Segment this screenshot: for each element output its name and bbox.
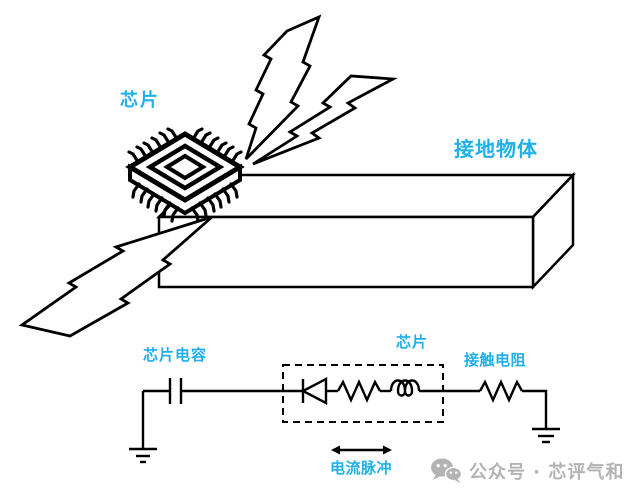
chip-capacitance-label: 芯片电容 [143, 346, 208, 364]
circuit-chip-label: 芯片 [396, 333, 429, 351]
chip-label: 芯片 [120, 90, 160, 111]
equivalent-circuit [129, 364, 560, 464]
watermark-text: 公众号 · 芯评气和 [469, 461, 625, 483]
diode-symbol [300, 377, 328, 405]
lightning-bolt-upper-icon [244, 14, 322, 160]
resistor-symbol-chip [336, 379, 382, 403]
current-pulse-arrow [331, 445, 392, 455]
lightning-bolt-right-icon [252, 74, 398, 166]
inductor-symbol [389, 379, 421, 397]
current-pulse-label: 电流脉冲 [330, 459, 393, 477]
capacitor-symbol [168, 378, 183, 404]
ground-symbol-left [129, 391, 157, 464]
lightning-bolt-left-icon [18, 215, 213, 338]
wire [522, 389, 548, 429]
contact-resistance-label: 接触电阻 [464, 351, 527, 369]
resistor-symbol-contact [478, 379, 524, 403]
grounded-object-box [156, 171, 576, 291]
watermark: 公众号 · 芯评气和 [430, 457, 624, 484]
chip-icon [125, 127, 245, 223]
ground-symbol-right [532, 427, 560, 444]
grounded-object-label: 接地物体 [454, 137, 538, 161]
wechat-icon [431, 458, 462, 483]
